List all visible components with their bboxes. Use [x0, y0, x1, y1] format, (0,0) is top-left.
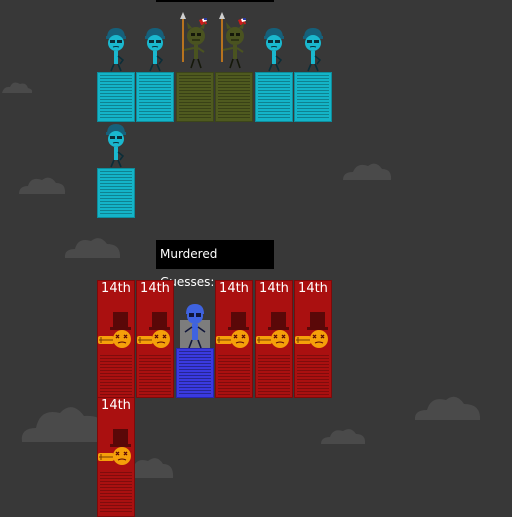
player-card[interactable]	[136, 72, 174, 122]
cloud-icon	[21, 407, 110, 442]
rank-label: 14th	[140, 281, 170, 296]
player-card[interactable]	[97, 72, 135, 122]
card-text-lines	[139, 75, 171, 119]
cloud-icon	[64, 238, 121, 258]
blue-figure-icon[interactable]	[176, 302, 214, 348]
card-text-lines	[179, 75, 211, 119]
card-text-lines	[100, 75, 132, 119]
rank-label: 14th	[101, 281, 131, 296]
card-text-lines	[297, 75, 329, 119]
dead-hatted-figure-icon[interactable]	[136, 310, 174, 352]
card-text-lines	[139, 355, 171, 395]
card-text-lines	[218, 75, 250, 119]
townsperson-icon[interactable]	[103, 26, 129, 72]
cloud-icon	[414, 396, 481, 420]
dead-hatted-figure-icon[interactable]	[255, 310, 293, 352]
townsperson-icon[interactable]	[261, 26, 287, 72]
dead-hatted-figure-icon[interactable]	[294, 310, 332, 352]
cloud-icon	[2, 82, 33, 93]
card-text-lines	[297, 355, 329, 395]
card-text-lines	[179, 351, 211, 395]
selected-player-card[interactable]	[176, 348, 214, 398]
card-text-lines	[100, 472, 132, 514]
cloud-icon	[321, 429, 366, 444]
murdered-banner: Murdered Guesses:	[156, 240, 274, 289]
townsperson-icon[interactable]	[300, 26, 326, 72]
cloud-icon	[343, 163, 392, 180]
dead-hatted-figure-icon[interactable]	[97, 427, 135, 469]
dead-hatted-figure-icon[interactable]	[215, 310, 253, 352]
rank-label: 14th	[259, 281, 289, 296]
rank-label: 14th	[298, 281, 328, 296]
card-text-lines	[100, 355, 132, 395]
cloud-icon	[122, 458, 174, 478]
player-card[interactable]	[294, 72, 332, 122]
townsperson-icon[interactable]	[142, 26, 168, 72]
rank-label: 14th	[101, 398, 131, 413]
wolf-card[interactable]	[215, 72, 253, 122]
card-text-lines	[258, 355, 290, 395]
cloud-icon	[19, 177, 66, 194]
rank-label: 14th	[219, 281, 249, 296]
player-card[interactable]	[97, 168, 135, 218]
dead-hatted-figure-icon[interactable]	[97, 310, 135, 352]
wolf-card[interactable]	[176, 72, 214, 122]
card-text-lines	[258, 75, 290, 119]
player-card[interactable]	[255, 72, 293, 122]
card-text-lines	[218, 355, 250, 395]
wolf-icon[interactable]	[180, 12, 210, 70]
townsperson-icon[interactable]	[103, 122, 129, 168]
wolf-icon[interactable]	[219, 12, 249, 70]
living-banner	[156, 0, 274, 2]
card-text-lines	[100, 171, 132, 215]
